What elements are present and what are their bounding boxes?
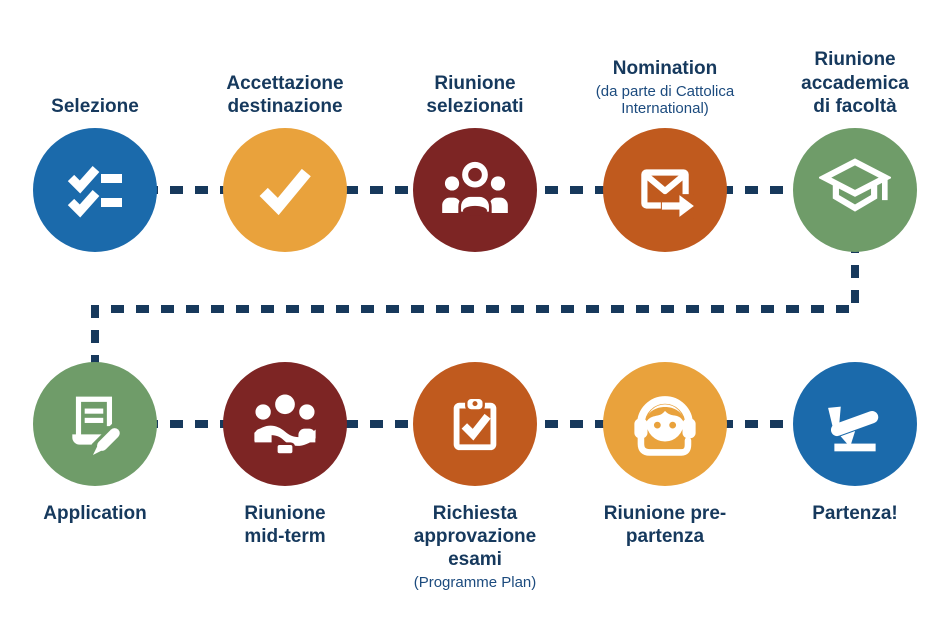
step-circle-midterm [223,362,347,486]
step-circle-accettazione [223,128,347,252]
graduation-cap-icon [819,154,891,226]
step-circle-selezione [33,128,157,252]
step-label-riunione-accademica: Riunione accademica di facoltà [801,49,909,117]
column-5: Riunione accademica di facoltà [765,0,945,632]
column-3: Riunione selezionati [385,0,565,632]
step-circle-partenza [793,362,917,486]
step-sublabel: (da parte di Cattolica International) [595,82,735,118]
checklist-icon [63,158,127,222]
step-label-application: Application [43,503,147,524]
step-label-accettazione: Accettazione destinazione [226,72,344,117]
clipboard-check-icon [444,393,506,455]
step-label-nomination: Nomination (da parte di Cattolica Intern… [563,28,767,118]
meeting-icon [250,389,320,459]
column-1: Selezione [5,0,185,632]
step-circle-nomination [603,128,727,252]
step-circle-application [33,362,157,486]
column-4: Nomination (da parte di Cattolica Intern… [575,0,755,632]
column-2: Accettazione destinazione [195,0,375,632]
step-label-midterm: Riunione mid-term [244,503,326,548]
step-sublabel: (Programme Plan) [413,573,537,591]
checkmark-icon [254,159,316,221]
send-mail-icon [632,157,698,223]
airplane-departure-icon [822,391,888,457]
support-headset-icon [630,389,700,459]
step-circle-riunione-selezionati [413,128,537,252]
step-circle-pre-partenza [603,362,727,486]
step-circle-richiesta-esami [413,362,537,486]
step-label-riunione-selezionati: Riunione selezionati [426,72,524,117]
application-form-icon [62,391,128,457]
step-circle-riunione-accademica [793,128,917,252]
step-label-pre-partenza: Riunione pre-partenza [603,503,727,548]
step-label-richiesta-esami: Richiesta approvazione esami (Programme … [373,502,577,591]
audience-icon [440,155,510,225]
step-label-partenza: Partenza! [812,503,898,524]
step-label-selezione: Selezione [51,95,139,117]
